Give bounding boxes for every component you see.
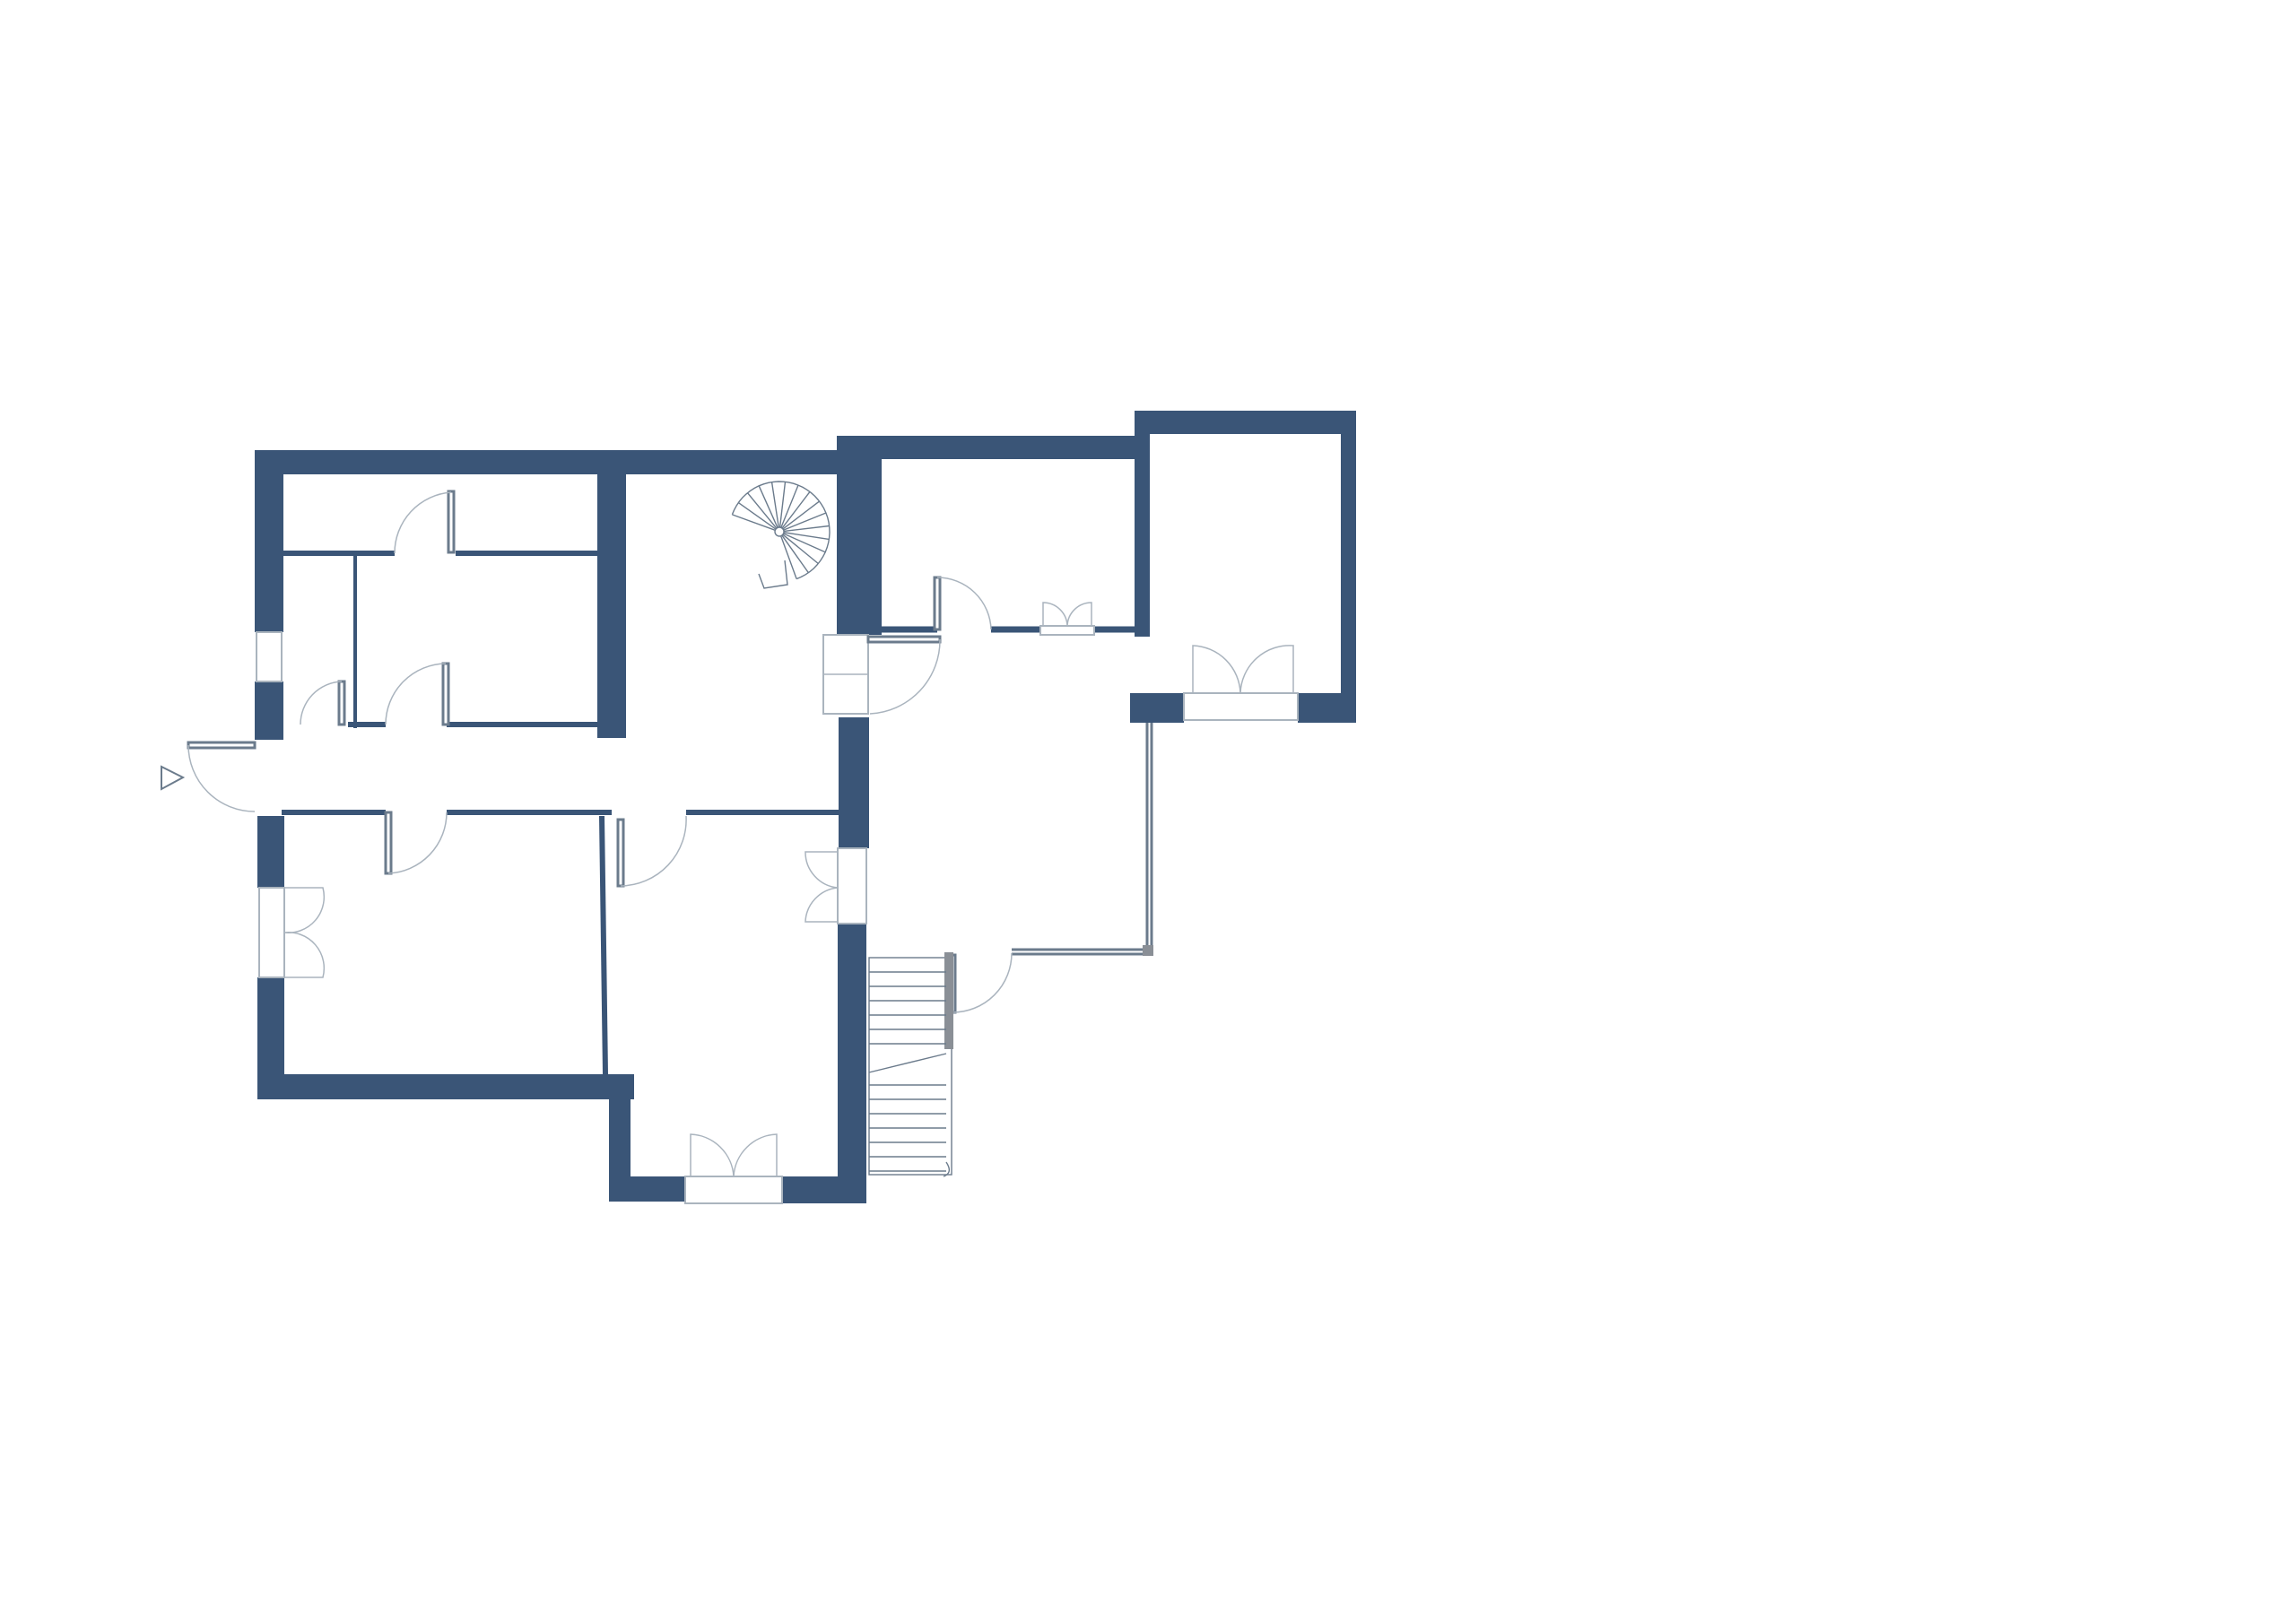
french-door-upper-right-swing [1042, 602, 1092, 627]
wall-right-bottom-left [1130, 693, 1184, 723]
door-upper-room-swing [394, 491, 452, 554]
door-entrance-swing [187, 744, 256, 812]
spiral-tread [778, 482, 787, 528]
spiral-tread [782, 500, 820, 530]
french-door-bottom-swing [690, 1133, 778, 1177]
spiral-tread [758, 485, 778, 528]
spiral-tread [783, 525, 830, 533]
spiral-tread [782, 534, 819, 565]
wall-column-lower [839, 717, 869, 848]
window-upper-right-small [1039, 625, 1095, 636]
window-left-upper [256, 631, 283, 682]
door-upper-right-swing [936, 577, 992, 630]
straight-staircase-icon [868, 952, 953, 1177]
window-bottom [684, 1176, 783, 1204]
glass-wall-post [1143, 945, 1153, 956]
stair-end-curve [943, 1161, 951, 1177]
stair-rail [944, 952, 953, 1049]
spiral-core [774, 526, 785, 537]
partition-walls [282, 551, 1153, 1075]
wall-top-far-right [1135, 411, 1354, 434]
spiral-outer-rail [731, 481, 831, 580]
spiral-tread [780, 535, 797, 579]
windows [256, 625, 1299, 1204]
door-small-room-leaf[interactable] [441, 662, 450, 726]
door-small-room-swing [385, 663, 447, 725]
spiral-exit-step [758, 560, 788, 589]
wall-room-divider [1135, 434, 1150, 637]
wall-far-right [1341, 411, 1356, 723]
door-left-room-leaf[interactable] [384, 811, 393, 875]
partition-room-divider [599, 815, 608, 1075]
spiral-tread [732, 514, 776, 531]
door-upper-room-leaf[interactable] [447, 490, 456, 554]
spiral-tread [780, 484, 799, 528]
wall-bottom-mid-left [609, 1176, 685, 1202]
stair-frame [868, 957, 952, 1176]
window-left-lower [258, 887, 285, 978]
french-door-hall-right-swing [804, 851, 839, 923]
triangle-right-icon [161, 765, 186, 791]
door-closet-swing [300, 681, 343, 725]
wall-bottom-right-vertical [838, 924, 866, 1203]
door-mid-room-leaf[interactable] [616, 818, 625, 888]
wall-top-right [837, 436, 1148, 459]
spiral-tread [746, 492, 778, 529]
wall-mid-vertical [597, 474, 626, 738]
spiral-staircase-icon [731, 481, 831, 589]
door-left-room-swing [387, 812, 448, 874]
door-closet-leaf[interactable] [337, 680, 346, 726]
spiral-tread [783, 532, 830, 541]
window-hall-right [837, 847, 867, 924]
door-upper-right-leaf[interactable] [933, 576, 942, 631]
wall-left-lower-stub [255, 681, 283, 740]
spiral-tread [737, 502, 777, 530]
door-stair-swing [952, 952, 1013, 1013]
door-hall-leaf[interactable] [866, 635, 942, 644]
spiral-tread [781, 491, 811, 529]
door-entrance-leaf[interactable] [187, 741, 257, 750]
stair-landing [868, 1053, 947, 1073]
wall-upper-room-left [857, 459, 876, 629]
thick-walls [255, 411, 1356, 1203]
door-hall-swing [869, 638, 941, 715]
wall-far-right-bottom [1298, 693, 1356, 723]
spiral-tread [783, 533, 826, 553]
spiral-tread [781, 534, 809, 574]
spiral-tread [770, 482, 779, 528]
spiral-tread [783, 512, 827, 531]
wall-bottom-left [257, 1074, 634, 1099]
wall-top-left [255, 450, 845, 474]
french-door-right-wing-swing [1192, 645, 1294, 694]
wall-left-upper [255, 450, 283, 632]
french-door-left-window-swing [283, 887, 326, 978]
wall-left-bottom-upper [257, 816, 284, 888]
door-mid-room-swing [620, 815, 687, 887]
window-right-wing [1183, 692, 1299, 721]
